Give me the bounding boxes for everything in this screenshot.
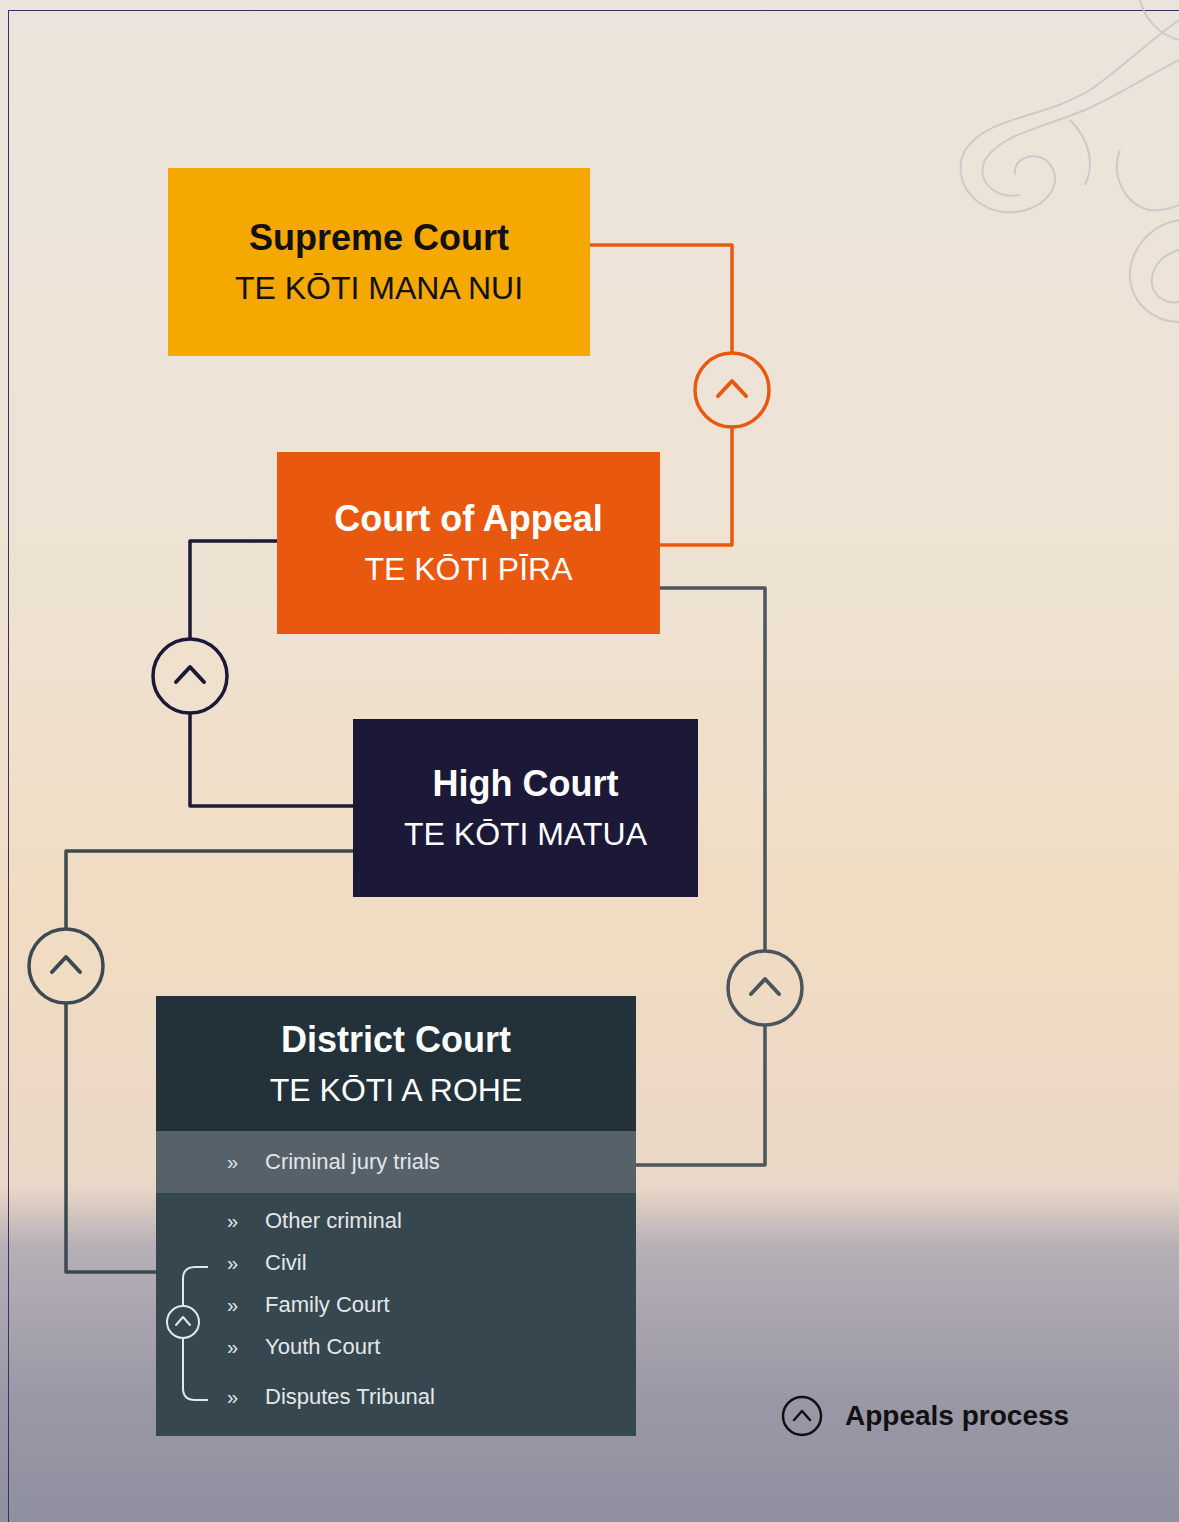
text-holder: Supreme Court TE KŌTI MANA NUI: [168, 168, 590, 356]
appeal-caret: [751, 979, 779, 994]
court-name: High Court: [433, 762, 619, 805]
text-holder: High Court TE KŌTI MATUA: [353, 719, 698, 897]
list-bullet: »: [227, 1250, 238, 1276]
jurisdiction-item: Family Court: [265, 1291, 390, 1319]
appeal-caret: [794, 1411, 810, 1420]
appeal-caret: [718, 381, 746, 396]
list-bullet: »: [227, 1149, 238, 1175]
court-box: Court of Appeal TE KŌTI PĪRA: [277, 452, 660, 634]
appeal-circle: [728, 951, 802, 1025]
text-holder: Court of Appeal TE KŌTI PĪRA: [277, 452, 660, 634]
appeal-circle: [153, 639, 227, 713]
appeal-caret: [52, 957, 80, 972]
court-name: Supreme Court: [249, 216, 509, 259]
koru-pattern: [961, 0, 1179, 322]
appeal-symbol: [29, 929, 103, 1003]
court-name-maori: TE KŌTI MATUA: [404, 815, 647, 853]
appeal-circle: [29, 929, 103, 1003]
court-name-maori: TE KŌTI A ROHE: [270, 1071, 523, 1109]
court-name-maori: TE KŌTI MANA NUI: [235, 269, 523, 307]
text-holder: District Court TE KŌTI A ROHE: [156, 996, 636, 1131]
jurisdiction-item: Other criminal: [265, 1207, 402, 1235]
court-box: Supreme Court TE KŌTI MANA NUI: [168, 168, 590, 356]
legend-symbol: [780, 1394, 824, 1438]
court-name: Court of Appeal: [334, 497, 603, 540]
appeal-circle: [695, 353, 769, 427]
jurisdiction-item: Disputes Tribunal: [265, 1383, 435, 1411]
court-box: District Court TE KŌTI A ROHE » Criminal ju…: [156, 996, 636, 1436]
legend-text: Appeals process: [845, 1400, 1069, 1432]
jurisdiction-list: » Other criminal » Civil » Family Court » Youth…: [156, 1193, 636, 1436]
frame: [9, 11, 1179, 1522]
court-name: District Court: [281, 1018, 511, 1061]
list-bullet: »: [227, 1208, 238, 1234]
court-box: High Court TE KŌTI MATUA: [353, 719, 698, 897]
jurisdiction-item: Criminal jury trials: [265, 1148, 440, 1176]
appeal-symbol: [153, 639, 227, 713]
bracket-line: [167, 1267, 208, 1400]
appeal-symbol: [728, 951, 802, 1025]
list-bullet: »: [227, 1292, 238, 1318]
list-bullet: »: [227, 1384, 238, 1410]
appeal-symbol: [695, 353, 769, 427]
appeal-caret: [176, 667, 204, 682]
jurisdiction-band: » Criminal jury trials: [156, 1131, 636, 1193]
legend-item: Appeals process: [780, 1394, 1069, 1438]
court-name-maori: TE KŌTI PĪRA: [364, 550, 572, 588]
list-bullet: »: [227, 1334, 238, 1360]
jurisdiction-item: Youth Court: [265, 1333, 380, 1361]
jurisdiction-item: Civil: [265, 1249, 307, 1277]
legend: Appeals process: [780, 1394, 1069, 1438]
appeal-circle: [783, 1397, 821, 1435]
